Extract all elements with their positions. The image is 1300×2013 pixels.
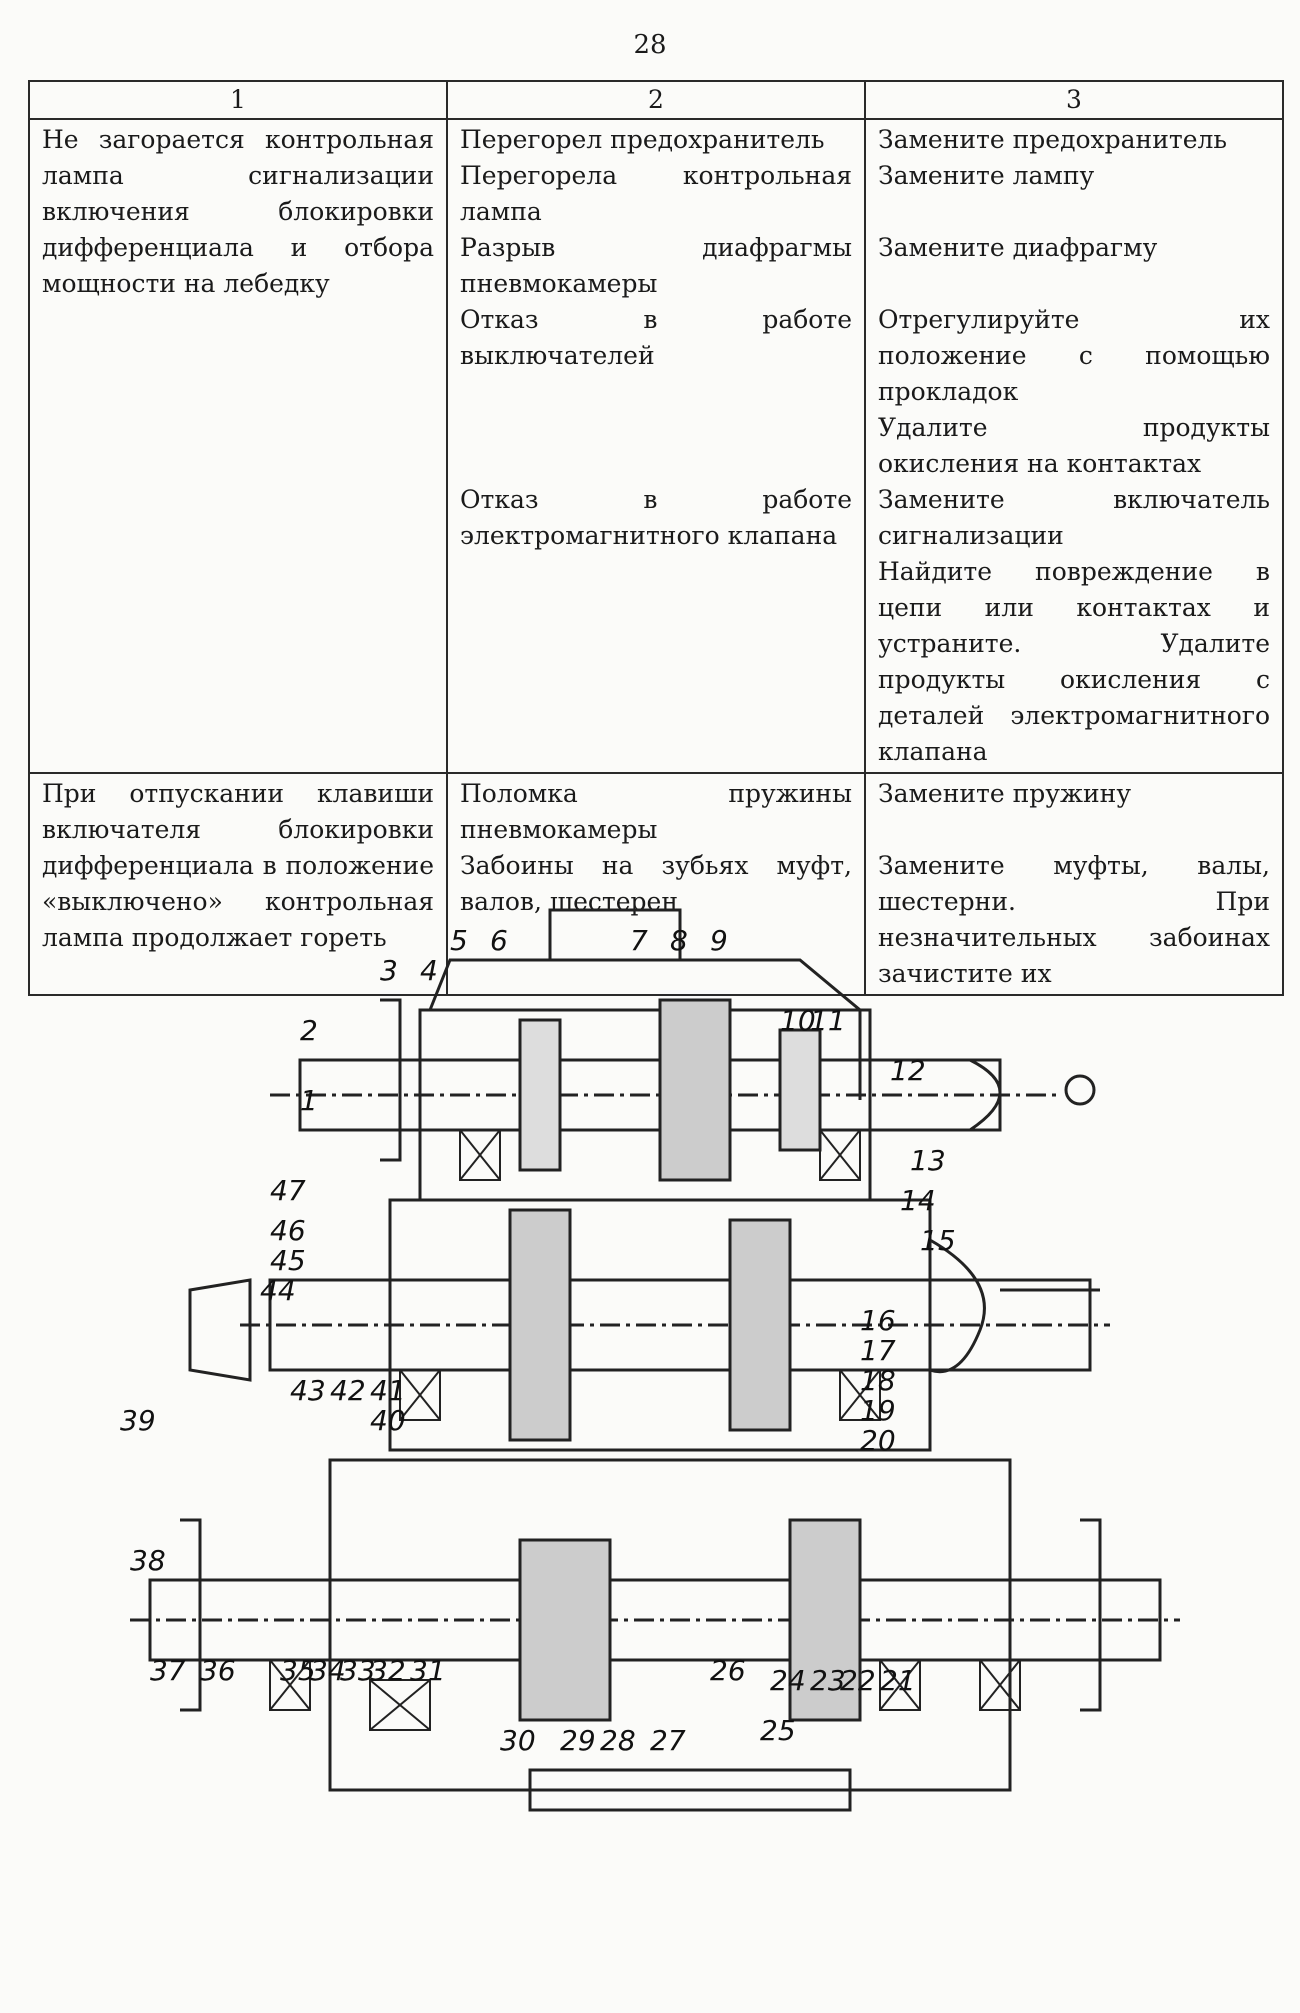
remedy-cell: Замените предохранитель Замените лампу З…	[864, 118, 1284, 774]
remedy-cell: Замените пружину Замените муфты, валы, ш…	[864, 772, 1284, 996]
page-number: 28	[633, 30, 667, 60]
callout-label: 15	[920, 1224, 956, 1257]
callout-label: 3	[380, 954, 398, 987]
remedy-text: Замените пружину	[878, 779, 1132, 808]
remedy-text: Удалите продукты окисления на контактах	[878, 413, 1270, 478]
callout-label: 46	[270, 1214, 306, 1247]
callout-label: 25	[760, 1714, 796, 1747]
callout-label: 43	[290, 1374, 326, 1407]
remedy-text: Найдите повреждение в цепи или контактах…	[878, 557, 1270, 766]
symptom-text: При отпускании клавиши включателя блокир…	[42, 779, 434, 952]
callout-label: 11	[810, 1004, 846, 1037]
callout-label: 29	[560, 1724, 596, 1757]
callout-label: 26	[710, 1654, 746, 1687]
callout-label: 39	[120, 1404, 156, 1437]
symptom-text: Не загорается контрольная лампа сигнализ…	[42, 125, 434, 298]
troubleshooting-table: 1 2 3 Не загорается контрольная лампа си…	[28, 80, 1284, 996]
remedy-text: Отрегулируйте их положение с помощью про…	[878, 305, 1270, 406]
callout-label: 23	[810, 1664, 846, 1697]
callout-label: 45	[270, 1244, 306, 1277]
cause-text: Отказ в работе выключателей	[460, 305, 852, 370]
callout-label: 14	[900, 1184, 936, 1217]
symptom-cell: При отпускании клавиши включателя блокир…	[28, 772, 448, 996]
callout-label: 17	[860, 1334, 896, 1367]
remedy-text: Замените включатель сигнализации	[878, 485, 1270, 550]
callout-label: 1	[300, 1084, 318, 1117]
column-header: 3	[864, 80, 1284, 120]
table-row: При отпускании клавиши включателя блокир…	[28, 772, 1284, 996]
callout-label: 42	[330, 1374, 366, 1407]
cause-text: Забоины на зубьях муфт, валов, шестерен	[460, 851, 852, 916]
remedy-text: Замените лампу	[878, 161, 1095, 190]
symptom-cell: Не загорается контрольная лампа сигнализ…	[28, 118, 448, 774]
callout-label: 40	[370, 1404, 406, 1437]
callout-label: 28	[600, 1724, 636, 1757]
column-header: 1	[28, 80, 448, 120]
callout-label: 27	[650, 1724, 686, 1757]
callout-label: 32	[370, 1654, 406, 1687]
remedy-text: Замените предохранитель	[878, 125, 1227, 154]
callout-label: 37	[150, 1654, 186, 1687]
column-header: 2	[446, 80, 866, 120]
callout-label: 33	[340, 1654, 376, 1687]
cause-text: Поломка пружины пневмокамеры	[460, 779, 852, 844]
callout-label: 18	[860, 1364, 896, 1397]
callout-label: 13	[910, 1144, 946, 1177]
callout-label: 4	[420, 954, 438, 987]
callout-label: 12	[890, 1054, 926, 1087]
cause-text: Отказ в работе электромагнитного клапана	[460, 485, 852, 550]
callout-label: 10	[780, 1004, 816, 1037]
callout-label: 38	[130, 1544, 166, 1577]
callout-label: 44	[260, 1274, 296, 1307]
callout-label: 6	[490, 924, 508, 957]
callout-label: 34	[310, 1654, 346, 1687]
callout-label: 7	[630, 924, 648, 957]
callout-label: 5	[450, 924, 468, 957]
callout-label: 35	[280, 1654, 316, 1687]
remedy-text: Замените диафрагму	[878, 233, 1158, 262]
callout-label: 20	[860, 1424, 896, 1457]
cause-text: Перегорел предохранитель	[460, 125, 825, 154]
callout-label: 19	[860, 1394, 896, 1427]
table-row: Не загорается контрольная лампа сигнализ…	[28, 118, 1284, 774]
callout-label: 31	[410, 1654, 446, 1687]
callout-label: 16	[860, 1304, 896, 1337]
callout-label: 47	[270, 1174, 306, 1207]
callout-label: 9	[710, 924, 728, 957]
callout-label: 2	[300, 1014, 318, 1047]
callout-label: 30	[500, 1724, 536, 1757]
callout-label: 36	[200, 1654, 236, 1687]
cause-cell: Перегорел предохранитель Перегорела конт…	[446, 118, 866, 774]
callout-label: 21	[880, 1664, 916, 1697]
callout-label: 41	[370, 1374, 406, 1407]
callout-label: 8	[670, 924, 688, 957]
callout-label: 24	[770, 1664, 806, 1697]
cause-text: Перегорела контрольная лампа	[460, 161, 852, 226]
cause-text: Разрыв диафрагмы пневмокамеры	[460, 233, 852, 298]
remedy-text: Замените муфты, валы, шестерни. При незн…	[878, 851, 1270, 988]
callout-label: 22	[840, 1664, 876, 1697]
